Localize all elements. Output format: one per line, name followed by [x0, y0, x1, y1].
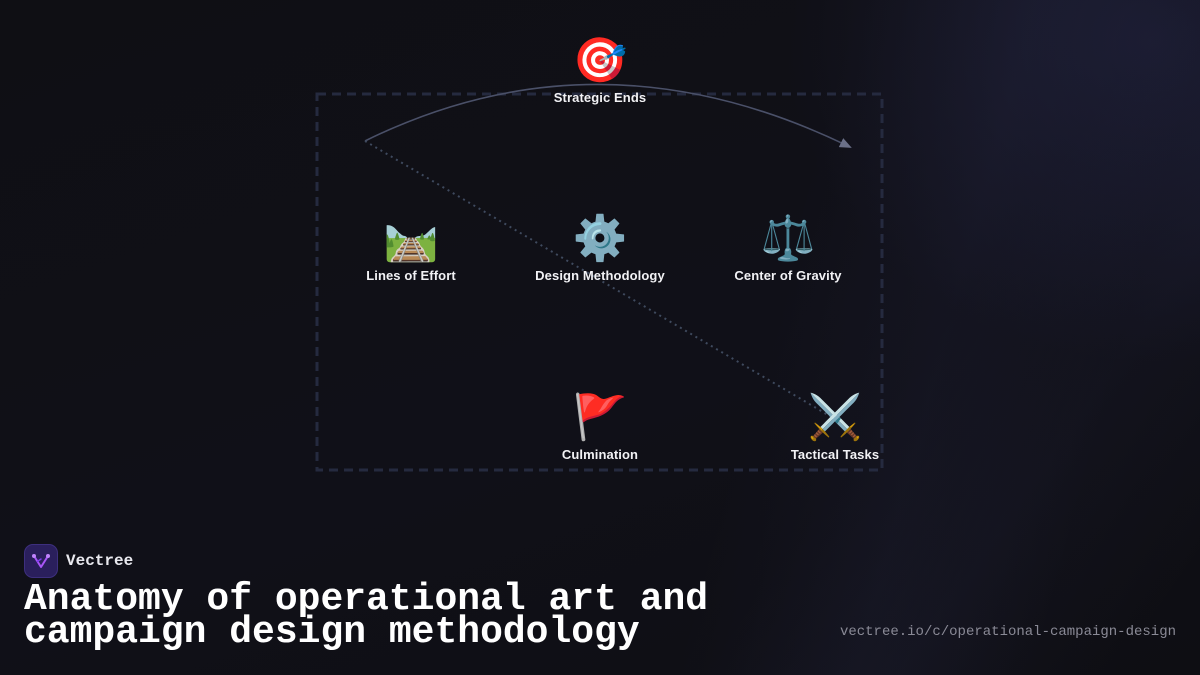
connector-dotted-line — [364, 140, 834, 419]
node-lines-of-effort: 🛤️ Lines of Effort — [311, 213, 511, 284]
brand-name: Vectree — [66, 552, 134, 570]
balance-scale-icon: ⚖️ — [760, 213, 816, 264]
node-label: Strategic Ends — [553, 90, 647, 105]
page-title: Anatomy of operational art and campaign … — [24, 578, 709, 654]
node-label: Lines of Effort — [366, 268, 456, 283]
gear-icon: ⚙️ — [572, 213, 628, 264]
node-tactical-tasks: ⚔️ Tactical Tasks — [735, 392, 935, 463]
vectree-logo-icon — [24, 544, 58, 578]
node-center-of-gravity: ⚖️ Center of Gravity — [688, 213, 888, 284]
node-label: Center of Gravity — [734, 268, 842, 283]
node-label: Culmination — [561, 447, 639, 462]
diagram-frame — [315, 92, 884, 472]
node-label: Tactical Tasks — [790, 447, 880, 462]
target-icon: 🎯 — [572, 35, 628, 86]
brand[interactable]: Vectree — [24, 544, 133, 578]
red-flag-icon: 🚩 — [572, 392, 628, 443]
node-design-methodology: ⚙️ Design Methodology — [500, 213, 700, 284]
vectree-logo-glyph — [32, 554, 50, 568]
node-label: Design Methodology — [535, 268, 665, 283]
node-culmination: 🚩 Culmination — [500, 392, 700, 463]
source-url[interactable]: vectree.io/c/operational-campaign-design — [839, 624, 1176, 640]
railway-track-icon: 🛤️ — [383, 213, 439, 264]
node-strategic-ends: 🎯 Strategic Ends — [500, 35, 700, 106]
connector-arc — [364, 83, 852, 148]
crossed-swords-icon: ⚔️ — [807, 392, 863, 443]
